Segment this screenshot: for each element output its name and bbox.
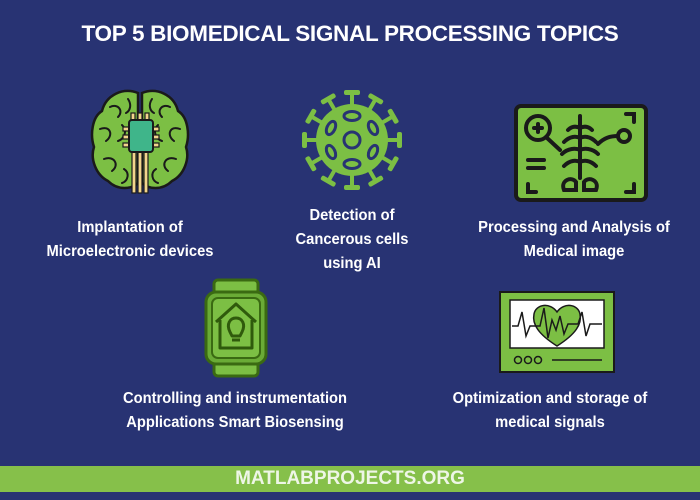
xray-scan-icon: [514, 104, 648, 202]
label-line: Applications Smart Biosensing: [126, 414, 344, 431]
virus-cell-icon: [300, 90, 404, 192]
label-line: Detection of: [309, 207, 395, 224]
label-line: Implantation of: [77, 219, 183, 236]
label-line: Microelectronic devices: [46, 243, 214, 260]
label-line: medical signals: [495, 414, 605, 431]
label-line: Controlling and instrumentation: [122, 390, 348, 407]
label-line: Processing and Analysis of: [478, 219, 670, 236]
page-title: TOP 5 BIOMEDICAL SIGNAL PROCESSING TOPIC…: [81, 21, 619, 46]
label-line: using AI: [323, 255, 381, 272]
topic-label-optimization: Optimization and storage of medical sign…: [430, 387, 669, 435]
topic-label-controlling: Controlling and instrumentation Applicat…: [83, 387, 387, 435]
label-line: Medical image: [523, 243, 625, 260]
label-line: Optimization and storage of: [452, 390, 648, 407]
label-line: Cancerous cells: [295, 231, 409, 248]
topic-label-processing: Processing and Analysis of Medical image: [458, 216, 690, 264]
topic-label-implantation: Implantation of Microelectronic devices: [20, 216, 241, 264]
brain-chip-icon: [90, 89, 190, 194]
topic-label-detection: Detection of Cancerous cells using AI: [269, 204, 435, 276]
heart-monitor-icon: [499, 291, 615, 373]
footer-website-banner: MATLABPROJECTS.ORG: [0, 466, 700, 492]
smartwatch-home-bulb-icon: [204, 278, 268, 378]
